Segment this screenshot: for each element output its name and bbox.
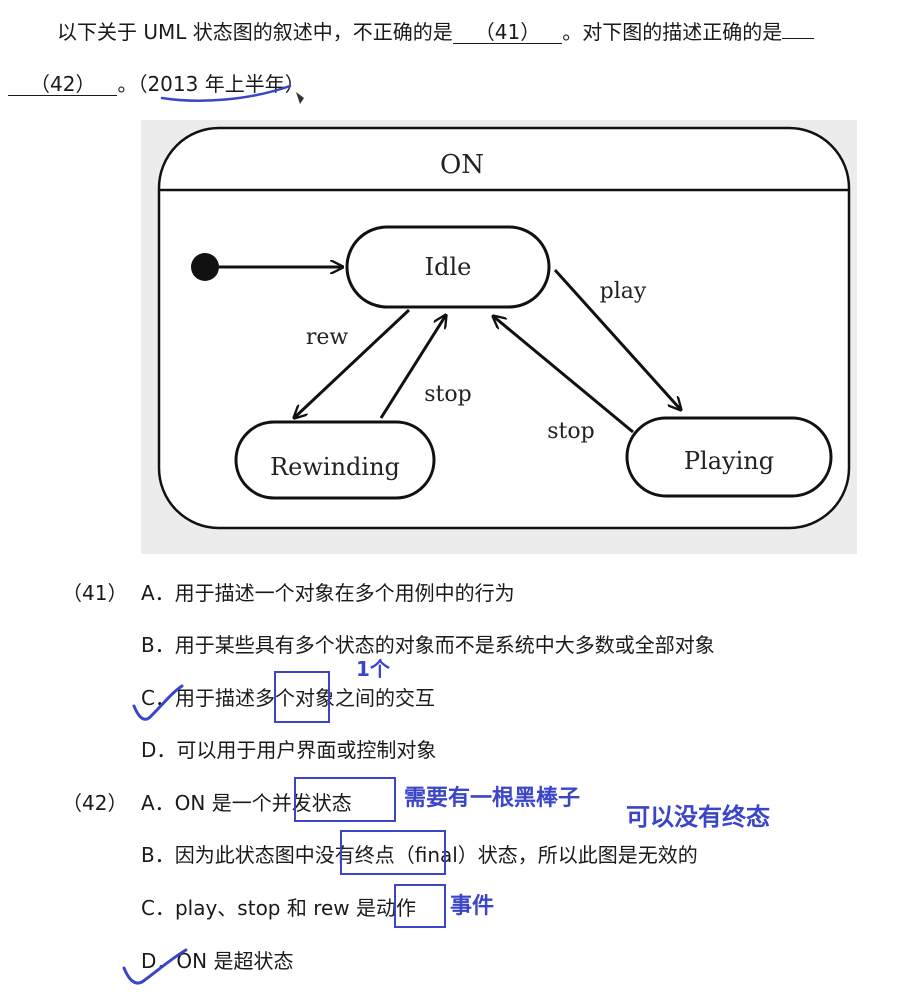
question-line-1: 以下关于 UML 状态图的叙述中，不正确的是（41）。对下图的描述正确的是 bbox=[57, 20, 815, 44]
q42-option-b: B．因为此状态图中没有终点（final）状态，所以此图是无效的 bbox=[141, 843, 698, 867]
state-rewinding bbox=[234, 420, 436, 500]
annotation-needs-bar: 需要有一根黑棒子 bbox=[404, 786, 581, 811]
transition-play bbox=[553, 268, 681, 410]
question-text-mid: 。对下图的描述正确的是 bbox=[562, 20, 783, 44]
state-playing-label: Playing bbox=[684, 447, 774, 475]
blank-41: （41） bbox=[452, 21, 563, 44]
transition-stop-rewinding-label: stop bbox=[424, 382, 471, 407]
q42-option-d: D．ON 是超状态 bbox=[141, 949, 294, 973]
state-playing bbox=[625, 416, 833, 498]
superstate-label: ON bbox=[440, 150, 484, 180]
annotation-event: 事件 bbox=[450, 894, 495, 919]
transition-rew-label: rew bbox=[306, 325, 349, 350]
highlight-box-action bbox=[394, 884, 446, 928]
state-idle-label: Idle bbox=[425, 253, 472, 281]
q41-option-b: B．用于某些具有多个状态的对象而不是系统中大多数或全部对象 bbox=[141, 633, 715, 657]
annotation-one: 1个 bbox=[356, 657, 390, 681]
q42-number: （42） bbox=[62, 791, 128, 815]
question-line-2: （42）。（2013 年上半年） bbox=[8, 72, 305, 96]
transition-play-label: play bbox=[600, 279, 647, 304]
q41-number: （41） bbox=[62, 581, 128, 605]
q41-option-c: C．用于描述多个对象之间的交互 bbox=[141, 686, 435, 710]
state-rewinding-label: Rewinding bbox=[270, 453, 400, 481]
highlight-box-no-final bbox=[340, 830, 446, 875]
q42-option-a: A．ON 是一个并发状态 bbox=[141, 791, 352, 815]
q41-option-d: D．可以用于用户界面或控制对象 bbox=[141, 738, 437, 762]
initial-state bbox=[191, 253, 219, 281]
annotation-no-final: 可以没有终态 bbox=[626, 803, 770, 831]
transition-rew bbox=[294, 308, 411, 418]
blank-trailing bbox=[782, 38, 815, 39]
transition-stop-rewinding bbox=[379, 315, 446, 419]
transition-stop-playing bbox=[493, 316, 634, 434]
blank-42: （42） bbox=[8, 73, 118, 96]
q42-option-c: C．play、stop 和 rew 是动作 bbox=[141, 896, 417, 920]
state-idle bbox=[345, 225, 551, 309]
transition-stop-playing-label: stop bbox=[547, 419, 594, 444]
q41-option-a: A．用于描述一个对象在多个用例中的行为 bbox=[141, 581, 515, 605]
highlight-box-multiple bbox=[274, 671, 330, 723]
state-diagram: ON Idle Rewinding Playing rew stop play … bbox=[141, 120, 857, 554]
question-year: 。（2013 年上半年） bbox=[117, 72, 305, 96]
question-text: 以下关于 UML 状态图的叙述中，不正确的是 bbox=[57, 20, 453, 44]
highlight-box-concurrent bbox=[294, 777, 396, 822]
